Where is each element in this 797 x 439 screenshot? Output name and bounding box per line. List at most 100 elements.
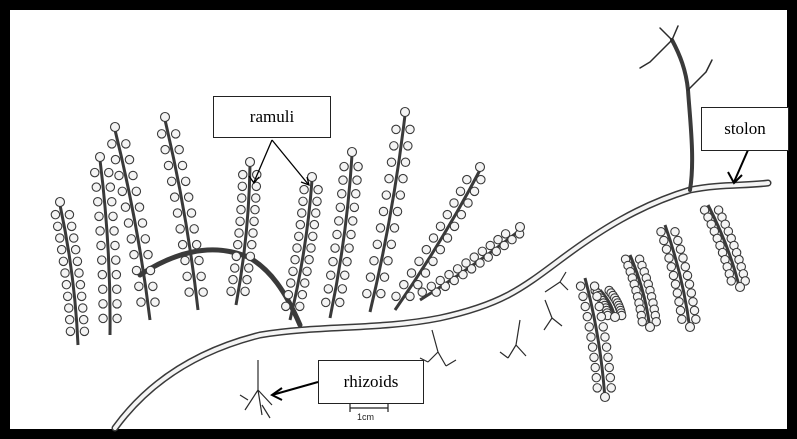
ramulus-tip [56,198,65,207]
ramulus-bead [675,298,683,306]
ramulus-tip [611,313,620,322]
ramulus-bead [250,217,258,225]
ramulus-bead [99,300,107,308]
ramulus-bead [687,289,695,297]
ramulus-bead [336,298,344,306]
ramulus-bead [605,363,613,371]
ramulus-bead [450,199,458,207]
ramulus-bead [329,257,337,265]
ramulus-bead [181,177,189,185]
ramulus-bead [71,245,79,253]
ramulus-bead [370,257,378,265]
ramulus-bead [178,240,186,248]
ramulus-bead [338,285,346,293]
ramulus-bead [141,235,149,243]
ramulus-bead [406,292,414,300]
ramulus-bead [450,222,458,230]
ramulus-bead [293,244,301,252]
ramulus-bead [427,282,435,290]
ramulus-bead [406,125,414,133]
ramulus-bead [195,256,203,264]
ramulus-bead [183,272,191,280]
arching-branch [140,250,300,325]
ramulus-bead [132,187,140,195]
ramulus-bead [331,244,339,252]
ramulus-bead [327,271,335,279]
ramulus-bead [65,304,73,312]
ramulus-bead [246,252,254,260]
ramulus-bead [660,236,668,244]
ramulus-bead [173,209,181,217]
ramulus-bead [307,244,315,252]
ramulus-bead [91,168,99,176]
ramulus-bead [287,279,295,287]
ramulus-bead [76,280,84,288]
ramulus-bead [229,275,237,283]
ramulus-bead [171,130,179,138]
ramulus-bead [590,353,598,361]
ramulus-bead [112,270,120,278]
ramulus-bead [678,315,686,323]
ramulus-bead [588,343,596,351]
ramulus-bead [352,190,360,198]
ramulus-bead [673,289,681,297]
ramulus-bead [377,289,385,297]
ramulus-tip [646,323,655,332]
ramulus-bead [110,227,118,235]
ramulus-bead [95,212,103,220]
ramulus-bead [593,292,601,300]
ramulus-bead [129,171,137,179]
ramulus-bead [436,245,444,253]
ramulus-bead [665,254,673,262]
ramulus-bead [349,217,357,225]
ramulus-bead [685,280,693,288]
ramulus-bead [236,217,244,225]
ramulus-bead [112,256,120,264]
ramulus-bead [118,187,126,195]
ramulus-tip [246,158,255,167]
ramulus-bead [597,312,605,320]
ramulus-bead [127,235,135,243]
ramulus-bead [477,175,485,183]
ramulus-bead [113,300,121,308]
ramulus-bead [296,302,304,310]
ramulus-tip [736,283,745,292]
ramulus-bead [121,203,129,211]
ramulus-bead [604,353,612,361]
ramulus-bead [669,271,677,279]
ramulus-bead [238,194,246,202]
ramulus-bead [227,287,235,295]
ramulus-bead [689,298,697,306]
ramulus-bead [79,315,87,323]
stolon-arrow [728,150,748,183]
ramulus-tip [161,113,170,122]
ramulus-bead [146,266,154,274]
ramulus-bead [429,234,437,242]
ramulus-bead [239,170,247,178]
ramulus-bead [379,207,387,215]
ramulus-bead [67,222,75,230]
ramulus-bead [61,269,69,277]
ramulus-bead [96,227,104,235]
ramulus-bead [595,302,603,310]
ramulus-bead [53,222,61,230]
ramulus-bead [62,280,70,288]
ramulus-bead [94,198,102,206]
ramulus-bead [51,210,59,218]
ramulus-bead [443,210,451,218]
ramulus-bead [296,220,304,228]
ramulus-bead [592,373,600,381]
ramulus-bead [132,266,140,274]
ramulus-bead [176,225,184,233]
ramulus-bead [414,280,422,288]
ramulus-bead [392,125,400,133]
ramulus-bead [59,257,67,265]
ramulus-bead [241,287,249,295]
ramulus-bead [124,219,132,227]
ramulus-bead [390,142,398,150]
ramulus-bead [587,333,595,341]
ramulus-bead [111,241,119,249]
ramulus-bead [363,289,371,297]
ramulus-bead [298,290,306,298]
ramulus-bead [333,230,341,238]
